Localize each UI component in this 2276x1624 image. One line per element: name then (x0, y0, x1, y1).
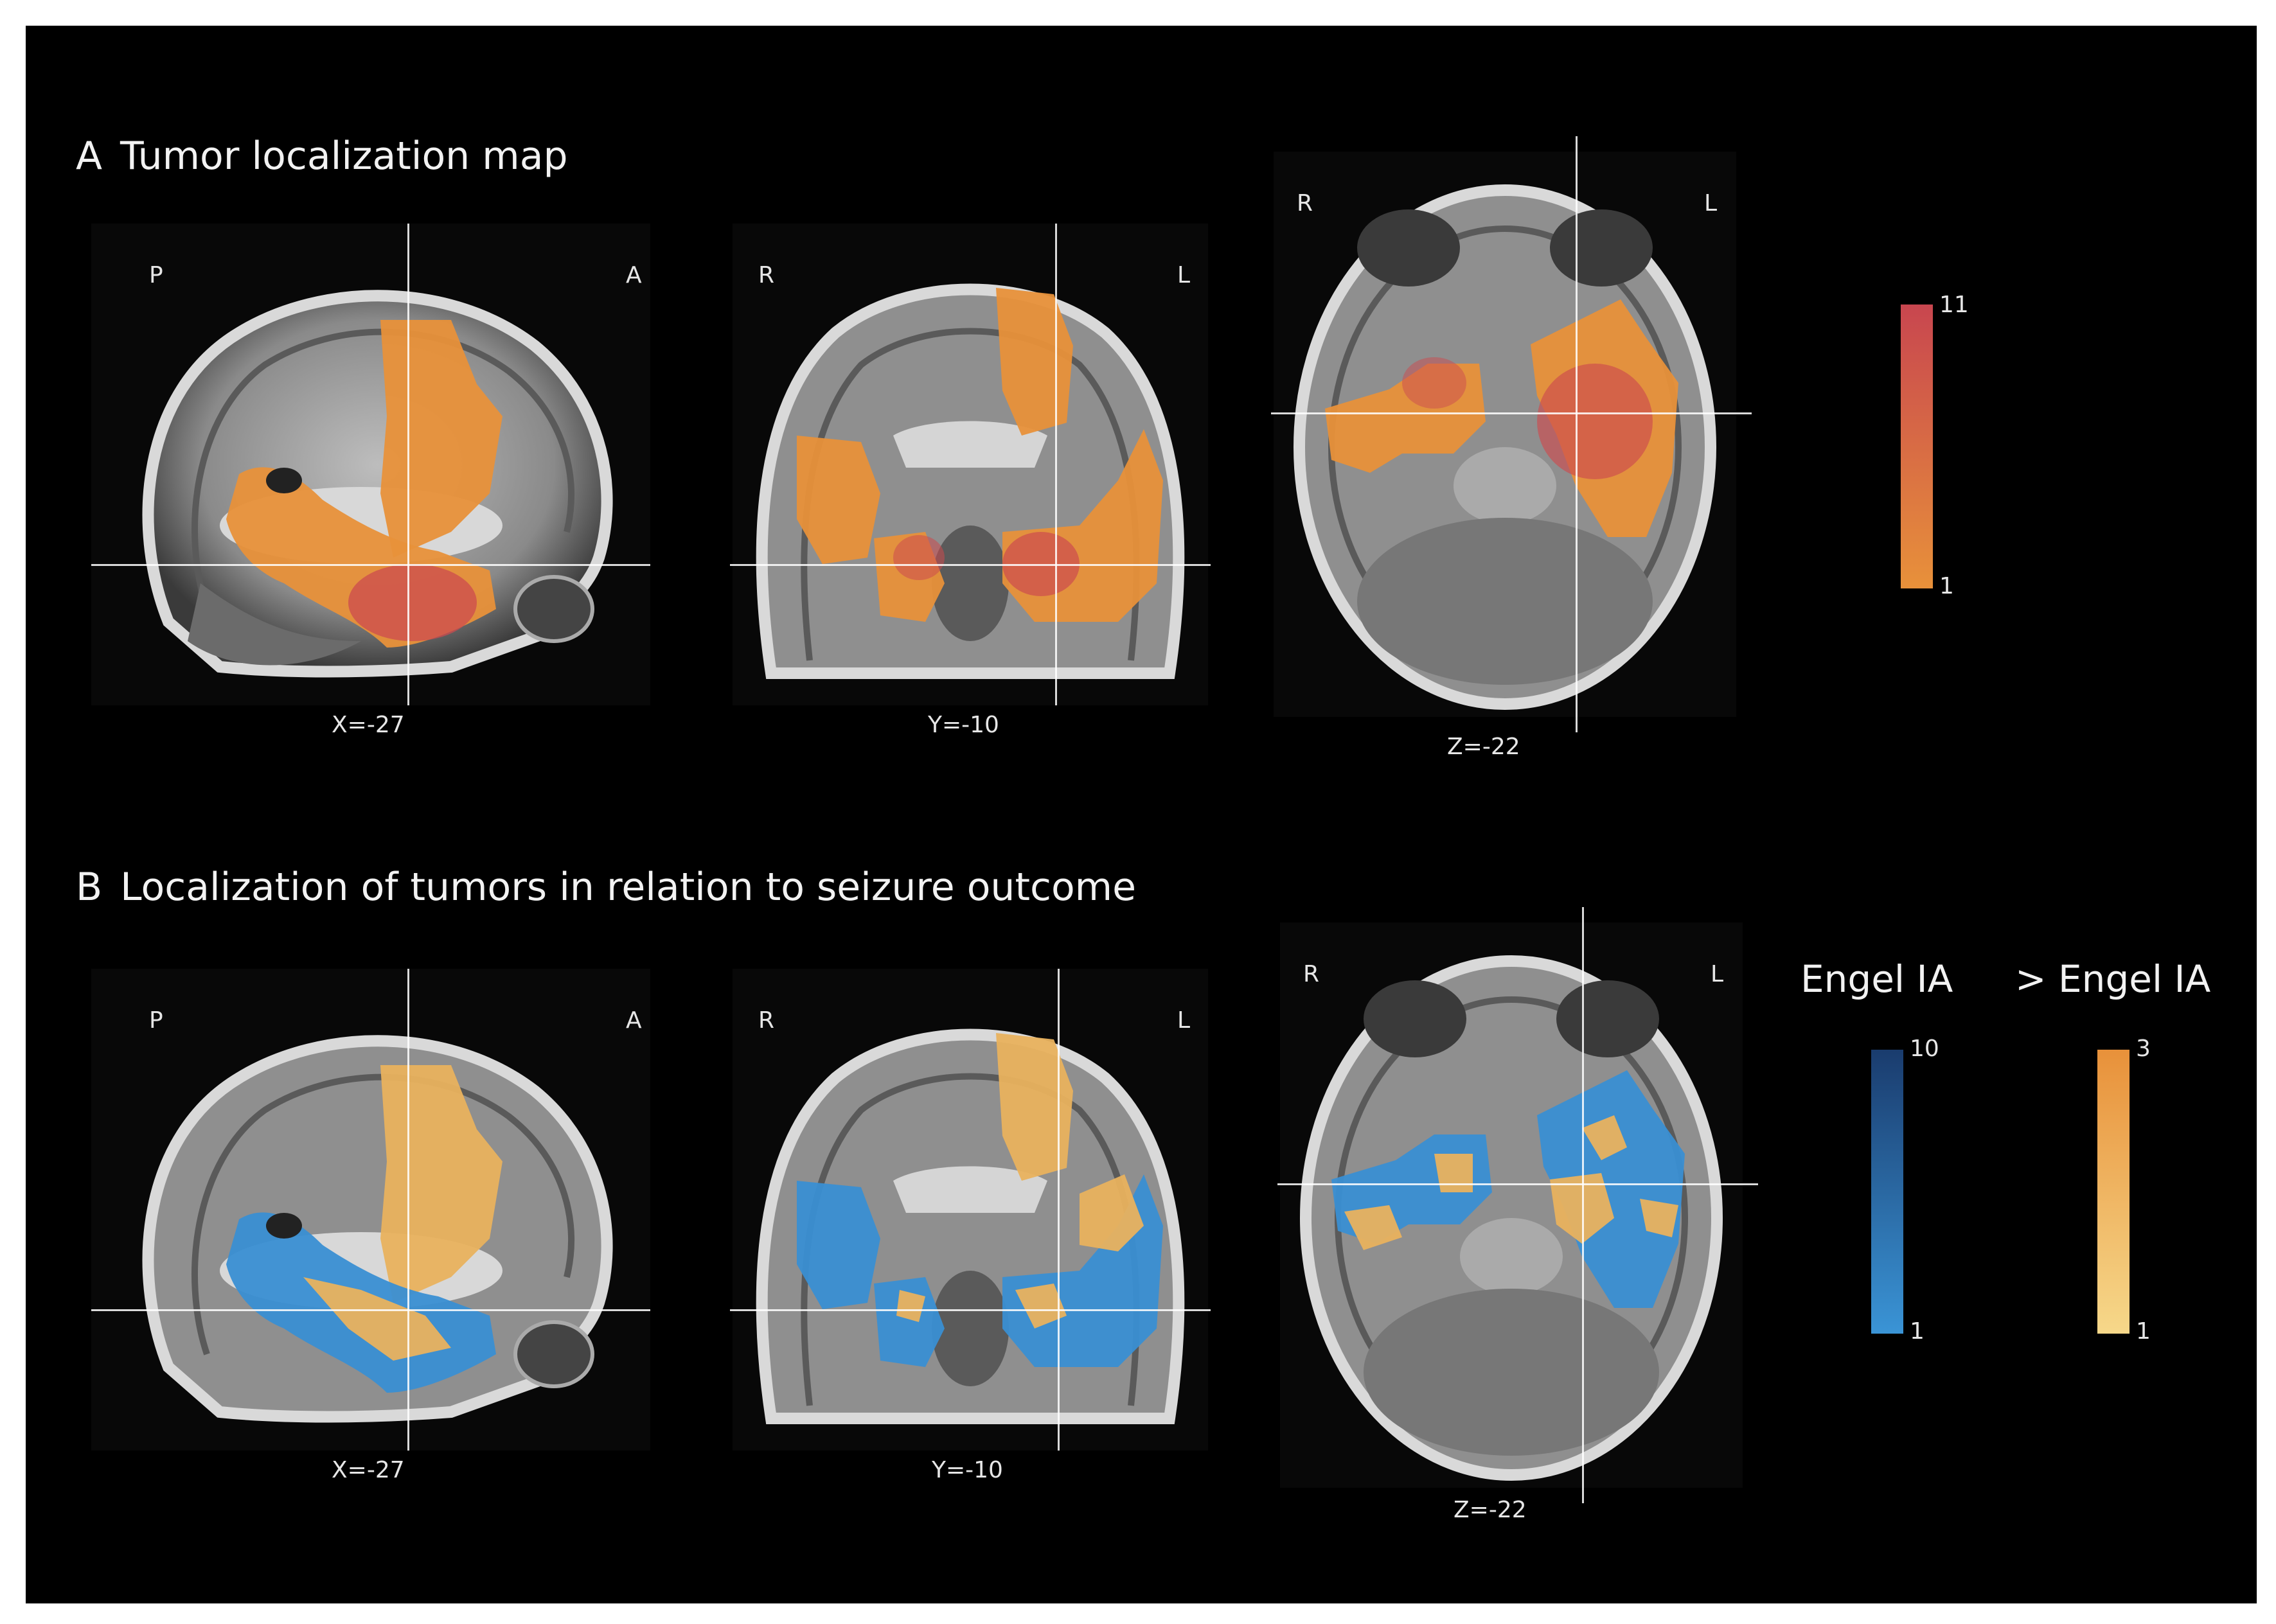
panel-b-coronal-slice: R L (730, 969, 1211, 1451)
panel-b-axial-slice: R L (1277, 907, 1758, 1503)
panel-a-coronal-left-label: R (758, 262, 775, 288)
panel-b-sagittal-vertical-crosshair (407, 969, 409, 1451)
panel-b-title-text: Localization of tumors in relation to se… (120, 865, 1137, 910)
panel-b-coronal-coord: Y=-10 (932, 1457, 1003, 1483)
panel-b-axial-left-label: R (1303, 961, 1320, 987)
panel-a-coronal-slice: R L (730, 224, 1211, 705)
panel-a-sagittal-vertical-crosshair (407, 224, 409, 705)
panel-a-coronal-vertical-crosshair (1055, 224, 1057, 705)
panel-a-colorbar-max: 11 (1939, 292, 1969, 318)
panel-a-sagittal-coord: X=-27 (332, 712, 405, 738)
panel-a-axial-vertical-crosshair (1576, 136, 1578, 732)
not-engel-ia-colorbar-max: 3 (2136, 1036, 2151, 1062)
panel-b-axial-image (1300, 955, 1723, 1481)
panel-b-axial-horizontal-crosshair (1277, 1183, 1758, 1185)
panel-a-coronal-image (756, 283, 1185, 679)
panel-a-coronal-horizontal-crosshair (730, 564, 1211, 566)
figure-canvas: A Tumor localization map P A X=-27 (26, 26, 2257, 1603)
panel-b-axial-vertical-crosshair (1582, 907, 1584, 1503)
panel-b-coronal-vertical-crosshair (1058, 969, 1060, 1451)
panel-b-sagittal-image (142, 1035, 613, 1423)
engel-ia-colorbar-min: 1 (1910, 1318, 1925, 1345)
panel-a-coronal-right-label: L (1177, 262, 1191, 288)
panel-a-sagittal-right-label: A (626, 262, 642, 288)
panel-a-axial-left-label: R (1297, 190, 1313, 216)
panel-b-coronal-left-label: R (758, 1007, 775, 1034)
panel-a-colorbar-min: 1 (1939, 573, 1954, 599)
panel-a-sagittal-horizontal-crosshair (91, 564, 650, 566)
panel-b-sagittal-right-label: A (626, 1007, 642, 1034)
panel-a-sagittal-left-label: P (149, 262, 163, 288)
panel-a-axial-right-label: L (1704, 190, 1718, 216)
not-engel-ia-legend-title: > Engel IA (2015, 957, 2211, 1001)
panel-a-letter: A (76, 134, 103, 179)
panel-b-title: B Localization of tumors in relation to s… (76, 865, 1136, 910)
panel-a-title-text: Tumor localization map (120, 134, 568, 179)
panel-b-axial-right-label: L (1711, 961, 1724, 987)
panel-b-axial-coord: Z=-22 (1454, 1497, 1527, 1523)
panel-a-title: A Tumor localization map (76, 134, 568, 179)
panel-b-sagittal-left-label: P (149, 1007, 163, 1034)
panel-a-axial-coord: Z=-22 (1447, 734, 1520, 760)
panel-a-axial-image (1294, 184, 1716, 710)
engel-ia-colorbar-max: 10 (1910, 1036, 1939, 1062)
panel-b-coronal-right-label: L (1177, 1007, 1191, 1034)
engel-ia-legend-title: Engel IA (1800, 957, 1953, 1001)
not-engel-ia-colorbar-min: 1 (2136, 1318, 2151, 1345)
panel-a-axial-horizontal-crosshair (1271, 412, 1752, 414)
panel-a-colorbar (1901, 304, 1933, 588)
panel-b-sagittal-horizontal-crosshair (91, 1309, 650, 1311)
panel-a-sagittal-slice: P A (91, 224, 650, 705)
panel-a-sagittal-image (142, 290, 613, 678)
engel-ia-colorbar (1871, 1050, 1903, 1334)
panel-b-letter: B (76, 865, 103, 910)
panel-b-sagittal-coord: X=-27 (332, 1457, 405, 1483)
panel-b-sagittal-slice: P A (91, 969, 650, 1451)
panel-a-coronal-coord: Y=-10 (928, 712, 999, 738)
panel-b-coronal-image (756, 1028, 1185, 1424)
not-engel-ia-colorbar (2097, 1050, 2129, 1334)
panel-b-coronal-horizontal-crosshair (730, 1309, 1211, 1311)
panel-a-axial-slice: R L (1271, 136, 1752, 732)
